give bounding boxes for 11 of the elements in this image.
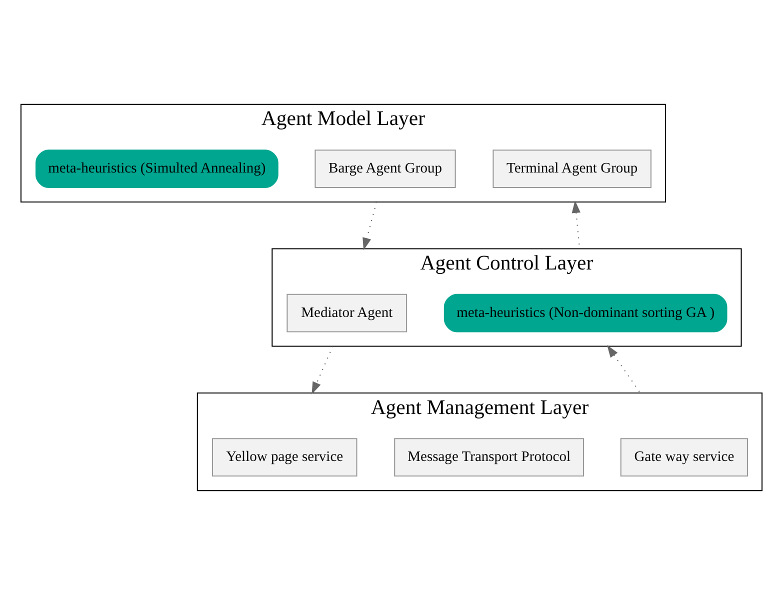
arrow (362, 201, 378, 250)
node-box: Mediator Agent (286, 293, 408, 332)
node-box: meta-heuristics (Simulted Annealing) (36, 149, 278, 188)
node-box: meta-heuristics (Non-dominant sorting GA ) (444, 293, 728, 332)
node-box: Gate way service (620, 438, 748, 476)
node-box: Barge Agent Group (314, 149, 456, 188)
node-box: Terminal Agent Group (492, 149, 652, 188)
arrow (606, 344, 641, 393)
node-box: Message Transport Protocol (394, 438, 584, 476)
node-box: Yellow page service (212, 438, 358, 476)
arrow (312, 346, 334, 394)
